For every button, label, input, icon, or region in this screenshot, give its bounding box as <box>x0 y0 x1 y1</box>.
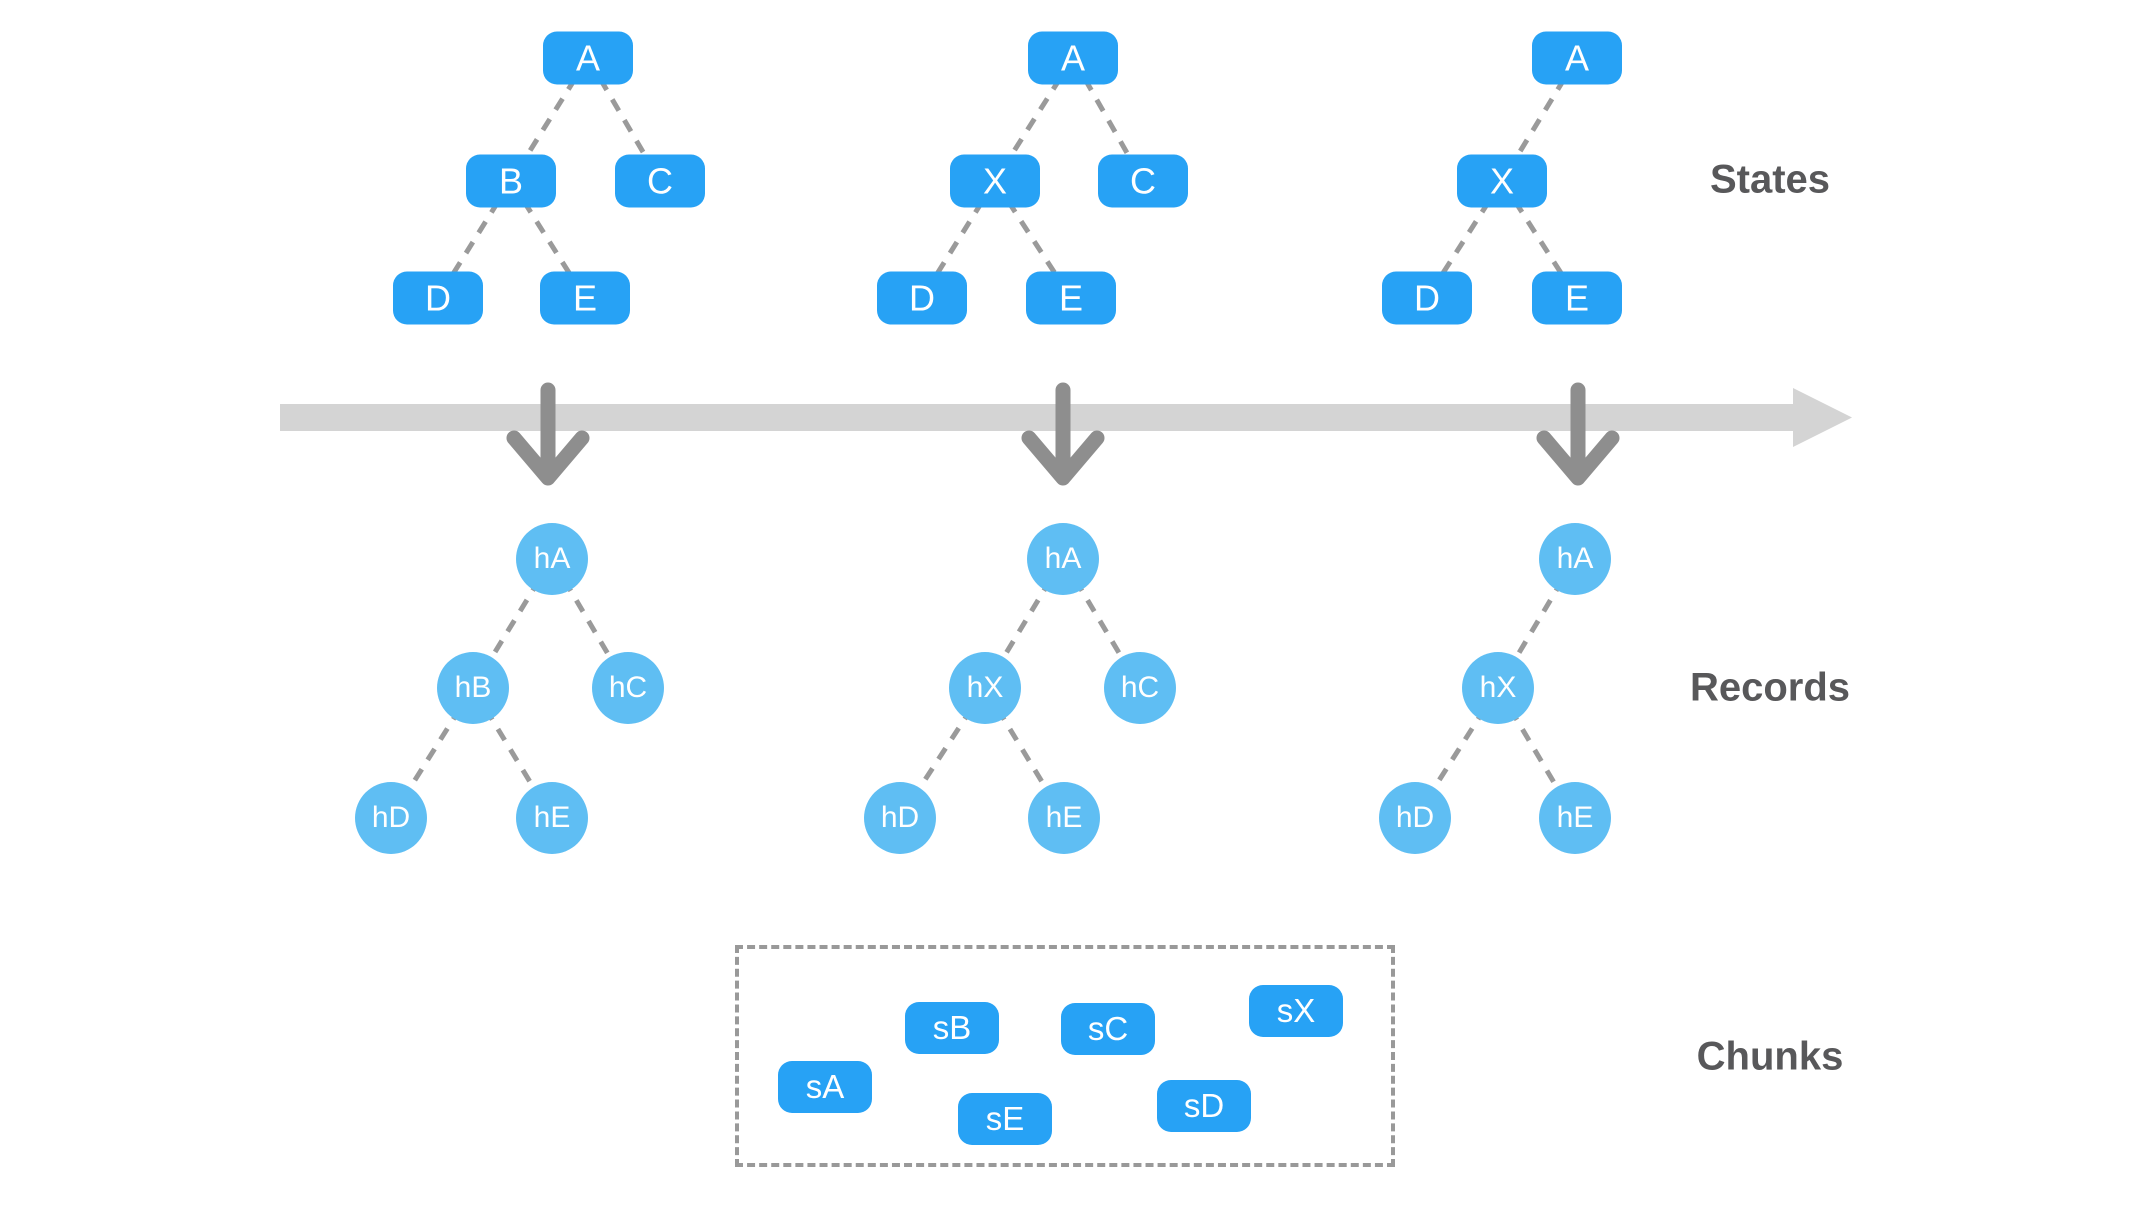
section-label-states: States <box>1709 157 1831 202</box>
states-tree-1-node-E: E <box>540 271 630 325</box>
records-tree-2-node-hC: hC <box>1104 652 1176 724</box>
records-tree-2-node-hE: hE <box>1028 782 1100 854</box>
section-label-chunks: Chunks <box>1696 1034 1844 1079</box>
timeline-arrow-icon <box>280 388 1852 447</box>
down-arrow-icon-2 <box>1021 382 1105 486</box>
down-arrow-icon-1 <box>506 382 590 486</box>
records-tree-2-node-hA: hA <box>1027 523 1099 595</box>
records-tree-1-node-hA: hA <box>516 523 588 595</box>
states-tree-2-node-X: X <box>950 154 1040 208</box>
down-arrow-icon-3 <box>1536 382 1620 486</box>
records-tree-1-node-hD: hD <box>355 782 427 854</box>
chunk-node-sX: sX <box>1249 985 1343 1037</box>
records-tree-2-node-hX: hX <box>949 652 1021 724</box>
chunk-node-sE: sE <box>958 1093 1052 1145</box>
chunk-node-sB: sB <box>905 1002 999 1054</box>
chunk-node-sC: sC <box>1061 1003 1155 1055</box>
states-tree-1-node-B: B <box>466 154 556 208</box>
states-tree-1-node-D: D <box>393 271 483 325</box>
chunk-node-sD: sD <box>1157 1080 1251 1132</box>
states-tree-3-node-A: A <box>1532 31 1622 85</box>
records-tree-1-node-hB: hB <box>437 652 509 724</box>
chunks-container-box <box>735 945 1395 1167</box>
states-tree-3-node-E: E <box>1532 271 1622 325</box>
records-tree-3-node-hD: hD <box>1379 782 1451 854</box>
states-tree-2-node-D: D <box>877 271 967 325</box>
states-tree-1-node-A: A <box>543 31 633 85</box>
states-tree-2-node-E: E <box>1026 271 1116 325</box>
chunk-node-sA: sA <box>778 1061 872 1113</box>
records-tree-2-node-hD: hD <box>864 782 936 854</box>
states-tree-1-node-C: C <box>615 154 705 208</box>
records-tree-3-node-hE: hE <box>1539 782 1611 854</box>
states-tree-3-node-X: X <box>1457 154 1547 208</box>
records-tree-3-node-hA: hA <box>1539 523 1611 595</box>
states-tree-3-node-D: D <box>1382 271 1472 325</box>
records-tree-3-node-hX: hX <box>1462 652 1534 724</box>
states-tree-2-node-A: A <box>1028 31 1118 85</box>
records-tree-1-node-hC: hC <box>592 652 664 724</box>
section-label-records: Records <box>1689 665 1851 710</box>
records-tree-1-node-hE: hE <box>516 782 588 854</box>
states-tree-2-node-C: C <box>1098 154 1188 208</box>
